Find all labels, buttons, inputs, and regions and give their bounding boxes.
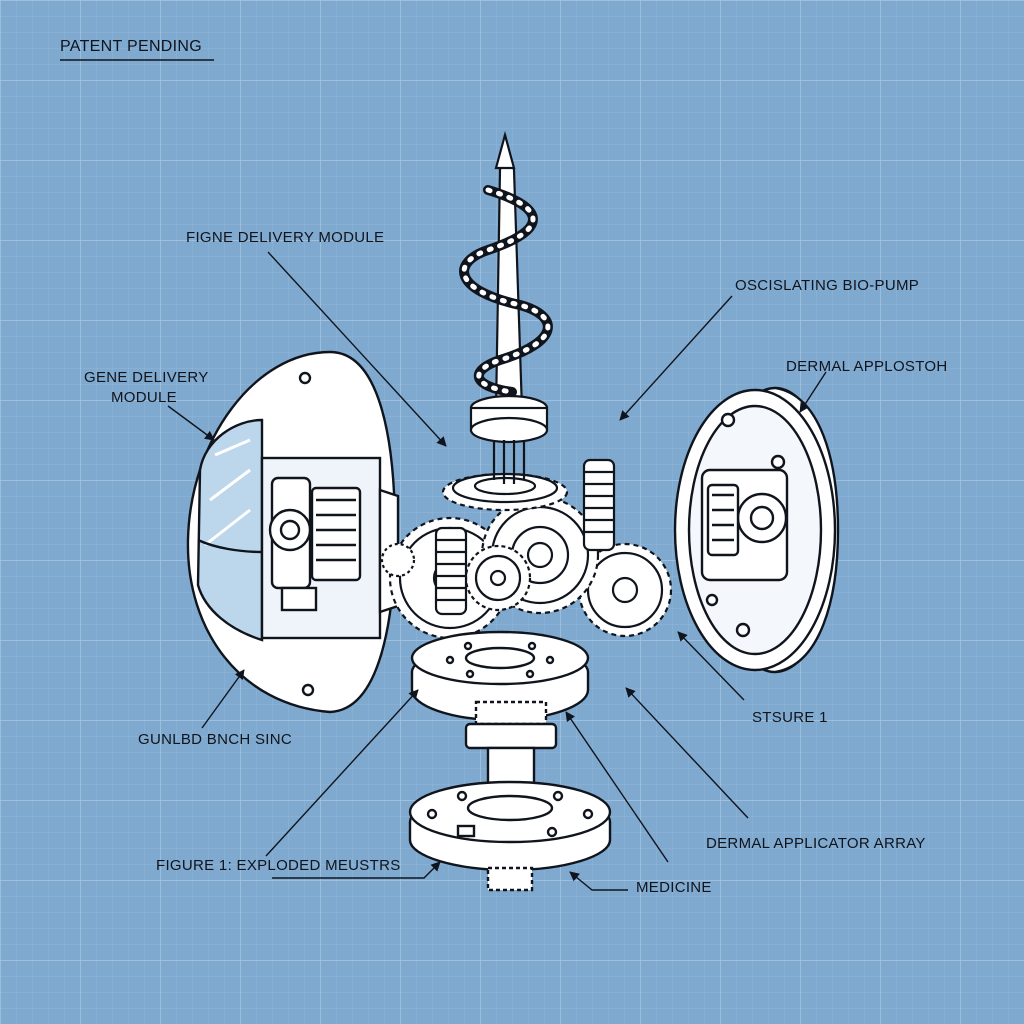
central-gear-cluster bbox=[380, 458, 673, 640]
left-dome-housing bbox=[186, 350, 400, 714]
leader-figure-caption-a bbox=[265, 689, 419, 857]
label-stsure-1: STSURE 1 bbox=[752, 709, 828, 726]
shaft-and-base bbox=[408, 700, 612, 892]
leader-medicine bbox=[565, 711, 669, 863]
leader-dermal-array bbox=[625, 687, 749, 819]
label-dermal-applostoh: DERMAL APPLOSTOH bbox=[786, 358, 948, 375]
right-disc-housing bbox=[673, 386, 840, 674]
label-dermal-applicator-array: DERMAL APPLICATOR ARRAY bbox=[706, 835, 926, 852]
label-figne-delivery-module: FIGNE DELIVERY MODULE bbox=[186, 229, 385, 246]
helix-delivery-spike bbox=[459, 130, 553, 484]
leader-figne-delivery bbox=[267, 251, 447, 447]
label-oscillating-bio-pump: OSCISLATING BIO-PUMP bbox=[735, 277, 920, 294]
leader-medicine-b bbox=[569, 871, 628, 891]
label-gene-delivery-line2: MODULE bbox=[111, 389, 177, 406]
patent-pending-stamp: PATENT PENDING bbox=[60, 38, 202, 55]
leader-figure-caption-b bbox=[272, 861, 441, 879]
label-medicine: MEDICINE bbox=[636, 879, 712, 896]
label-gunlbd-bnch-sinc: GUNLBD BNCH SINC bbox=[138, 731, 292, 748]
label-figure-caption: FIGURE 1: EXPLODED MEUSTRS bbox=[156, 857, 401, 874]
leader-lines bbox=[167, 251, 827, 891]
leader-dermal-applostoh bbox=[799, 371, 827, 413]
leader-oscillating-pump bbox=[619, 295, 733, 421]
leader-stsure bbox=[677, 631, 745, 701]
leader-gunlbd bbox=[201, 669, 245, 729]
label-gene-delivery-line1: GENE DELIVERY bbox=[84, 369, 209, 386]
leader-gene-delivery bbox=[167, 405, 215, 441]
